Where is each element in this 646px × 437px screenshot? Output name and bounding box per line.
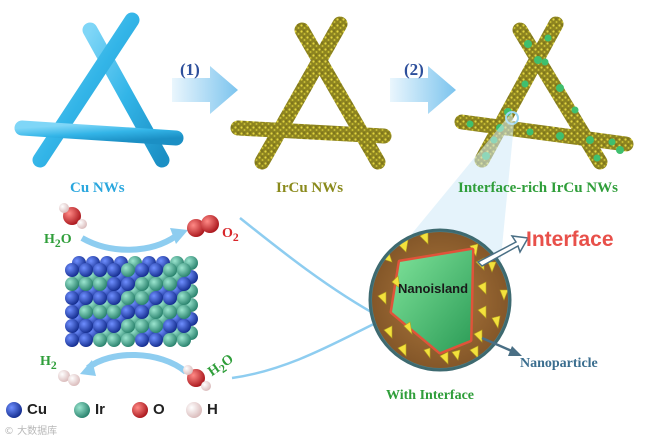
- cu-atom: [121, 277, 135, 291]
- interface-label: Interface: [526, 228, 614, 251]
- ir-atom: [121, 291, 135, 305]
- cu-atom: [107, 277, 121, 291]
- atomic-slab-model: [65, 256, 198, 347]
- nanoparticle-callout-head: [508, 346, 522, 356]
- hydrogen-molecule: [58, 370, 80, 386]
- her-arc-arrow: [86, 351, 188, 375]
- cu-atom: [177, 277, 191, 291]
- ir-atom: [177, 291, 191, 305]
- cu-atom: [65, 333, 79, 347]
- ir-atom: [93, 333, 107, 347]
- ir-atom: [177, 263, 191, 277]
- ir-atom: [121, 263, 135, 277]
- cu-nanowire-triangle: [14, 12, 184, 168]
- cu-atom: [177, 319, 191, 333]
- cu-atom: [107, 263, 121, 277]
- legend-h-atom: [186, 402, 202, 418]
- cu-atom: [135, 333, 149, 347]
- legend-o-label: O: [153, 401, 165, 418]
- ir-atom: [163, 277, 177, 291]
- cu-atom: [163, 291, 177, 305]
- nanoparticle-label: Nanoparticle: [520, 356, 598, 371]
- cu-atom: [65, 263, 79, 277]
- interface-callout-arrow: [476, 235, 530, 267]
- cu-atom: [135, 305, 149, 319]
- step1-label: (1): [180, 60, 200, 79]
- cu-atom: [79, 263, 93, 277]
- ir-atom: [149, 277, 163, 291]
- ir-atom: [135, 319, 149, 333]
- ir-atom: [65, 277, 79, 291]
- ircu-nanowire-triangle: [230, 16, 392, 170]
- legend-ir-atom: [74, 402, 90, 418]
- ir-atom: [93, 305, 107, 319]
- legend-ir-label: Ir: [95, 401, 106, 418]
- ir-atom: [135, 291, 149, 305]
- cu-atom: [135, 263, 149, 277]
- cu-atom: [65, 291, 79, 305]
- cu-atom: [65, 305, 79, 319]
- h2o-top-label: H2O: [44, 232, 72, 250]
- connector-curve-top: [239, 217, 383, 320]
- cu-atom: [163, 319, 177, 333]
- legend-o-atom: [132, 402, 148, 418]
- water-molecule-top: [59, 203, 87, 229]
- zoom-circle: [368, 228, 512, 372]
- ir-atom: [107, 305, 121, 319]
- cu-atom: [107, 291, 121, 305]
- step1-arrow: [172, 66, 238, 114]
- cu-atom: [93, 319, 107, 333]
- watermark: © 大数据库: [4, 426, 58, 437]
- ir-atom: [79, 277, 93, 291]
- ir-atom: [163, 263, 177, 277]
- oxygen-molecule: [187, 215, 219, 237]
- ir-atom: [121, 333, 135, 347]
- nanoparticle-callout-arrow: [481, 336, 515, 354]
- ir-atom: [107, 333, 121, 347]
- cu-atom: [79, 319, 93, 333]
- legend-h-label: H: [207, 401, 218, 418]
- cu-atom: [79, 333, 93, 347]
- cu-atom: [79, 291, 93, 305]
- ir-atom: [149, 305, 163, 319]
- ir-atom: [163, 333, 177, 347]
- cu-atom: [149, 333, 163, 347]
- water-molecule-bottom: [183, 365, 211, 391]
- ir-atom: [177, 305, 191, 319]
- cu-nw-label: Cu NWs: [70, 180, 125, 196]
- cu-atom: [65, 319, 79, 333]
- o2-label: O2: [222, 226, 239, 244]
- legend-cu-atom: [6, 402, 22, 418]
- step2-arrow: [390, 66, 456, 114]
- ir-atom: [93, 277, 107, 291]
- ir-atom: [177, 333, 191, 347]
- nanoisland-label: Nanoisland: [398, 281, 469, 296]
- legend-cu-label: Cu: [27, 401, 47, 418]
- her-arrow-head: [80, 360, 96, 376]
- interface-rich-nanowire-triangle: [454, 16, 634, 170]
- cu-atom: [93, 291, 107, 305]
- zoom-beam: [382, 112, 514, 270]
- cu-atom: [121, 305, 135, 319]
- with-interface-label: With Interface: [386, 388, 474, 403]
- cu-atom: [107, 319, 121, 333]
- cu-atom: [149, 263, 163, 277]
- ir-atom: [149, 319, 163, 333]
- oer-arc-arrow: [80, 233, 178, 253]
- cu-atom: [93, 263, 107, 277]
- ircu-nw-label: IrCu NWs: [276, 180, 344, 196]
- oer-arrow-head: [170, 228, 188, 244]
- ir-atom: [163, 305, 177, 319]
- connector-curve-bottom: [231, 318, 383, 380]
- ir-atom: [79, 305, 93, 319]
- h2-label: H2: [40, 354, 57, 372]
- cu-atom: [149, 291, 163, 305]
- ir-atom: [121, 319, 135, 333]
- step2-label: (2): [404, 60, 424, 79]
- ir-atom: [135, 277, 149, 291]
- interface-rich-nw-label: Interface-rich IrCu NWs: [458, 180, 618, 196]
